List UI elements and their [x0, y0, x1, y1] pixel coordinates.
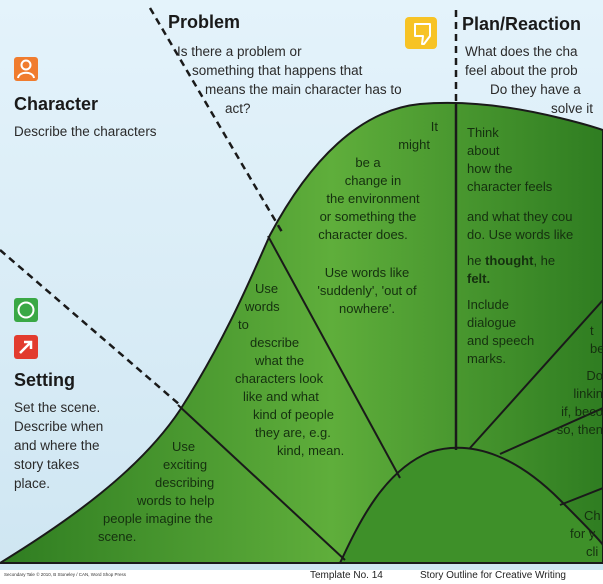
- person-icon: [14, 57, 38, 81]
- hill-text-line: Ch: [584, 508, 601, 523]
- resolution-hill: [338, 446, 603, 564]
- problem-line-3: means the main character has to: [205, 82, 402, 97]
- hill-text-line: people imagine the: [103, 511, 213, 526]
- hill-text-line: describing: [155, 475, 215, 490]
- hill-text-line: how the: [467, 161, 513, 176]
- hill-text-line: 'suddenly', 'out of: [317, 283, 417, 298]
- problem-line-1: Is there a problem or: [177, 44, 302, 59]
- setting-title: Setting: [14, 370, 75, 390]
- hill-text-line: dialogue: [467, 315, 517, 330]
- hill-text-line: what the: [255, 353, 305, 368]
- hill-text-line: linkin: [573, 386, 603, 401]
- hill-text-line: and what they cou: [467, 209, 573, 224]
- hill-text-line: Use: [255, 281, 279, 296]
- hill-text-line: marks.: [467, 351, 506, 366]
- hill-text-line: nowhere'.: [339, 301, 395, 316]
- hill-text-line: It: [430, 119, 438, 134]
- character-title: Character: [14, 94, 99, 114]
- hill-text-line: to: [238, 317, 249, 332]
- hill-text-line: scene.: [98, 529, 137, 544]
- hill-text-line: be a: [355, 155, 381, 170]
- plan-line-1: What does the cha: [465, 44, 578, 59]
- hill-text-line: cli: [586, 544, 599, 559]
- dashed-problem-left: [148, 7, 284, 233]
- dashed-setting: [0, 249, 181, 406]
- plan-description: What does the cha feel about the prob Do…: [465, 42, 603, 118]
- setting-line-2: Describe when: [14, 419, 104, 434]
- hill-text-line: and speech: [467, 333, 535, 348]
- hill-text-line: about: [467, 143, 500, 158]
- setting-description: Set the scene. Describe when and where t…: [14, 398, 124, 493]
- plan-line-3: Do they have a: [490, 82, 581, 97]
- problem-line-4: act?: [225, 101, 251, 116]
- hill-text-line: so, then: [556, 422, 603, 437]
- hill-text-line: they are, e.g.: [255, 425, 331, 440]
- footer-template-number: Template No. 14: [310, 570, 383, 581]
- hill-text-line: words to help: [137, 493, 215, 508]
- hill-text-line: change in: [344, 173, 402, 188]
- setting-line-3: and where the: [14, 438, 100, 453]
- problem-description: Is there a problem or something that hap…: [165, 42, 455, 118]
- divider-ray-1: [469, 299, 603, 449]
- hill-text-line: do. Use words like: [467, 227, 574, 242]
- footer-title: Story Outline for Creative Writing: [420, 570, 566, 581]
- hill-text-line: be: [590, 341, 603, 356]
- footer-copyright: Secondary Tale © 2010, B Stoneley / CAN,…: [4, 572, 126, 577]
- setting-line-4: story takes: [14, 457, 80, 472]
- divider-setting: [177, 404, 346, 561]
- plan-title: Plan/Reaction: [462, 14, 582, 34]
- hill-text-line: or something the: [319, 209, 417, 224]
- far-right-text-3: Ch for y cli: [570, 507, 603, 561]
- hill-text-fragment: he: [467, 253, 486, 268]
- character-description: Describe the characters: [14, 124, 157, 139]
- problem-title: Problem: [168, 12, 241, 32]
- hill-text-line: Use: [172, 439, 196, 454]
- hill-text-line: kind of people: [253, 407, 334, 422]
- thumbs-down-icon: [405, 17, 437, 49]
- character-hill-text: Use words to describe what the character…: [205, 280, 365, 460]
- hill-text-line: Include: [467, 297, 509, 312]
- hill-text-line: Think: [467, 125, 499, 140]
- hill-text-line: character does.: [318, 227, 408, 242]
- far-right-text-2: Do linkin if, beco so, then: [548, 367, 603, 439]
- hill-text-bold: felt.: [467, 271, 491, 286]
- hill-text-line: describe: [250, 335, 300, 350]
- problem-hill-text: It might be a change in the environment …: [278, 118, 448, 244]
- divider-ray-3: [559, 487, 603, 506]
- divider-character: [267, 235, 401, 479]
- hill-text-line: might: [398, 137, 430, 152]
- problem-hill-text-2: Use words like 'suddenly', 'out of nowhe…: [292, 264, 442, 318]
- hill-text-line: character feels: [467, 179, 553, 194]
- hill-text-line: like and what: [243, 389, 319, 404]
- hill-text-bold: thought: [485, 253, 534, 268]
- plan-hill-text: Think about how the character feels and …: [467, 124, 603, 368]
- hill-text-line: kind, mean.: [277, 443, 345, 458]
- hill-text-line: for y: [570, 526, 596, 541]
- hill-text-line: if, beco: [561, 404, 603, 419]
- setting-line-5: place.: [14, 476, 51, 491]
- hill-text-line: exciting: [163, 457, 208, 472]
- setting-line-1: Set the scene.: [14, 400, 101, 415]
- arrow-icon: [14, 335, 38, 359]
- hill-text-bold-line: he thought, he: [467, 252, 603, 270]
- hill-text-line: the environment: [326, 191, 420, 206]
- plan-line-2: feel about the prob: [465, 63, 578, 78]
- far-right-text-1: t be: [590, 322, 603, 358]
- plan-line-4: solve it: [551, 101, 594, 116]
- hill-text-line: Do: [586, 368, 603, 383]
- hill-text-line: characters look: [235, 371, 324, 386]
- problem-line-2: something that happens that: [192, 63, 363, 78]
- hill-text-line: t: [590, 323, 594, 338]
- setting-hill-text: Use exciting describing words to help pe…: [88, 438, 288, 546]
- clock-icon: [14, 298, 38, 322]
- hill-text-fragment: , he: [533, 253, 556, 268]
- hill-text-line: Use words like: [324, 265, 410, 280]
- hill-text-line: words: [245, 299, 280, 314]
- divider-ray-2: [499, 407, 603, 455]
